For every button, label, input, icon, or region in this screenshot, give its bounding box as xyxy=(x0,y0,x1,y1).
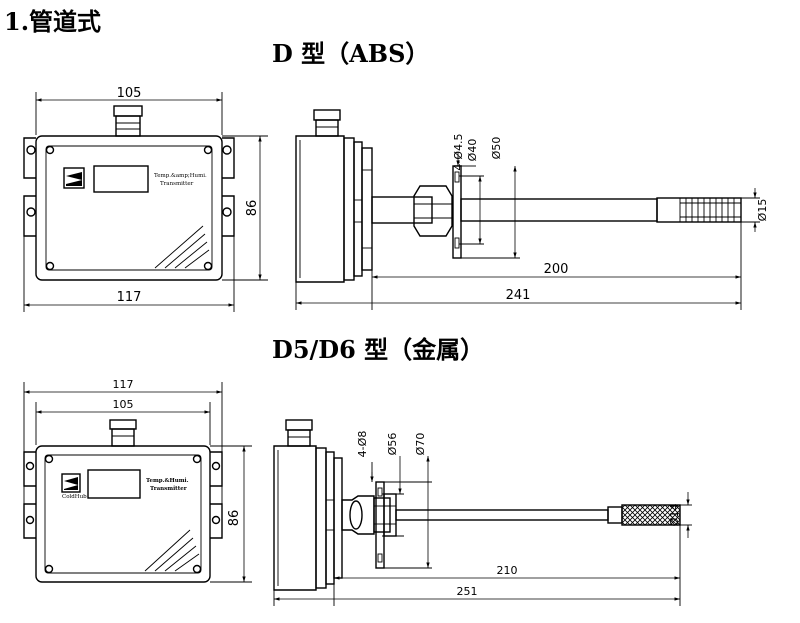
d-model-title: D 型（ABS） xyxy=(272,39,430,68)
d-side-probe-length: 200 xyxy=(544,262,569,277)
d56-side-view: 4-Ø8 Ø56 Ø70 Ø14 210 251 xyxy=(273,419,692,606)
d56-front-logo-text: ColdHub xyxy=(62,494,87,500)
d-front-label-line2: Transmitter xyxy=(160,181,194,187)
d-front-width-bottom: 117 xyxy=(117,290,142,305)
d56-side-probe-dia: Ø14 xyxy=(668,504,681,527)
d56-side-hole-spec: 4-Ø8 xyxy=(356,431,369,458)
d-front-height: 86 xyxy=(245,200,260,217)
d-front-width-top: 105 xyxy=(117,86,142,101)
d-front-label-line1: Temp.&amp;Humi. xyxy=(154,173,207,179)
d56-front-height: 86 xyxy=(227,510,242,527)
d56-front-view: 117 105 ColdHub Temp.&Humi. Tr xyxy=(23,378,252,583)
d56-front-label-line2: Transmitter xyxy=(150,486,187,492)
d56-side-flange-outer: Ø70 xyxy=(414,433,427,456)
d-side-probe-dia: Ø15 xyxy=(756,199,769,222)
d56-front-width-outer: 117 xyxy=(113,378,134,391)
d-side-view: 4-Ø4.5 Ø40 Ø50 Ø15 200 241 xyxy=(295,109,769,310)
d-front-view: 105 Temp.&amp;Humi. Transmitter xyxy=(23,86,268,312)
d56-side-flange-inner: Ø56 xyxy=(386,433,399,456)
d56-front-width-inner: 105 xyxy=(113,398,134,411)
d56-side-total-length: 251 xyxy=(457,585,478,598)
d56-side-probe-length: 210 xyxy=(497,564,518,577)
d-side-total-length: 241 xyxy=(506,288,531,303)
d56-model-title: D5/D6 型（金属） xyxy=(272,335,485,364)
d-side-flange-inner: Ø40 xyxy=(466,139,479,162)
d56-front-label-line1: Temp.&Humi. xyxy=(146,478,189,484)
d-side-hole-spec: 4-Ø4.5 xyxy=(452,133,465,170)
section-title: 1.管道式 xyxy=(4,7,102,36)
d-side-flange-outer: Ø50 xyxy=(490,137,503,160)
